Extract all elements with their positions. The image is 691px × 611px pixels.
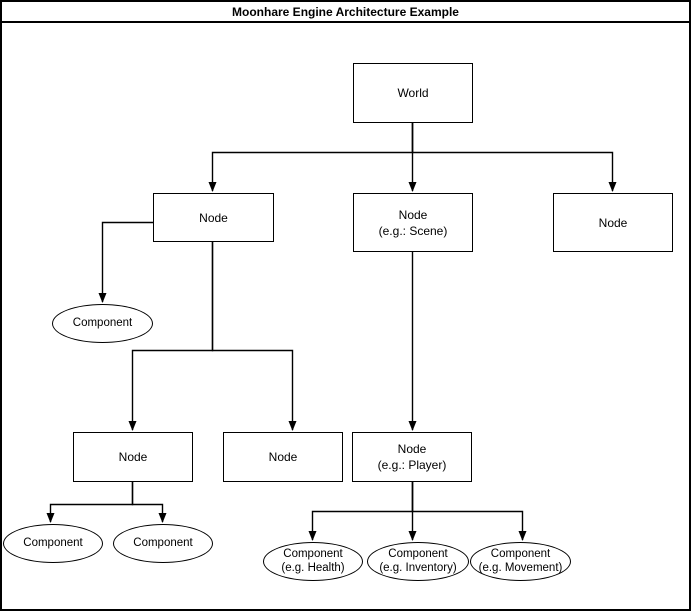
component-movement-label-line2: (e.g. Movement)	[478, 561, 563, 574]
node-mid-left-label: Node	[118, 450, 148, 464]
edge-player-to-health	[308, 482, 414, 541]
component-left-label: Component	[72, 316, 133, 329]
edge-node-to-component-left	[98, 221, 153, 303]
node-player-label-line2: (e.g.: Player)	[377, 458, 447, 472]
node-top-left-label: Node	[199, 210, 228, 225]
component-movement-label-line1: Component	[490, 548, 551, 560]
node-mid-center: Node	[223, 432, 343, 482]
edge-world-to-node-top-left	[208, 123, 414, 192]
node-scene-label-line2: (e.g.: Scene)	[378, 223, 448, 238]
edge-player-to-movement	[411, 482, 527, 541]
node-player: Node (e.g.: Player)	[352, 432, 472, 482]
component-inventory-label-line1: Component	[388, 548, 448, 560]
node-world: World	[353, 63, 473, 123]
edge-node-to-node-mid-center	[211, 242, 297, 431]
node-scene: Node (e.g.: Scene)	[353, 193, 473, 252]
node-mid-left: Node	[73, 432, 193, 482]
component-health-label-line2: (e.g. Health)	[281, 561, 345, 574]
node-top-right-label: Node	[598, 215, 628, 230]
node-world-label: World	[397, 86, 429, 100]
component-bottom-1-label: Component	[23, 536, 83, 549]
component-health: Component (e.g. Health)	[263, 542, 363, 581]
node-scene-label-line1: Node	[398, 207, 428, 222]
component-bottom-2-label: Component	[133, 536, 193, 549]
edge-world-to-node-top-right	[411, 123, 617, 192]
component-left: Component	[52, 304, 153, 343]
node-mid-center-label: Node	[268, 450, 298, 464]
node-player-label-line1: Node	[397, 442, 427, 456]
component-inventory-label-line2: (e.g. Inventory)	[379, 561, 457, 574]
diagram-title-bar: Moonhare Engine Architecture Example	[2, 2, 689, 23]
node-top-left: Node	[153, 193, 274, 242]
edge-node-to-component-b2	[131, 482, 167, 523]
component-movement: Component (e.g. Movement)	[470, 542, 571, 581]
node-top-right: Node	[553, 193, 673, 252]
component-inventory: Component (e.g. Inventory)	[367, 542, 469, 581]
diagram-title: Moonhare Engine Architecture Example	[232, 4, 459, 19]
component-health-label-line1: Component	[283, 548, 343, 560]
component-bottom-2: Component	[113, 524, 213, 563]
component-bottom-1: Component	[3, 524, 103, 563]
edge-node-to-component-b1	[46, 482, 134, 523]
edge-node-to-node-mid-left	[128, 242, 214, 431]
